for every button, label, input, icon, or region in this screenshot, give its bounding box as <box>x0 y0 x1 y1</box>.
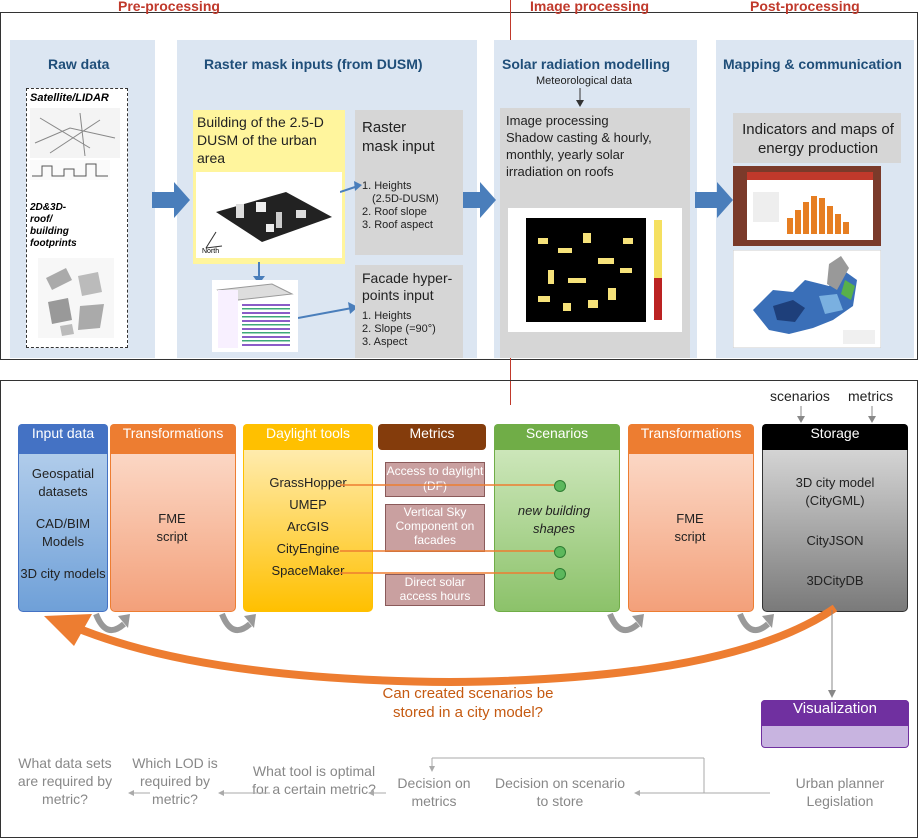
storage-head: Storage <box>762 424 908 450</box>
flow-urban-planner: Urban planner Legislation <box>795 775 885 809</box>
metrics-down-arrow <box>868 406 876 423</box>
storage-to-viz-arrow <box>828 610 836 698</box>
column-storage <box>762 424 908 612</box>
solar-title: Solar radiation modelling <box>502 56 671 72</box>
solar-map-image <box>508 208 682 332</box>
arrow-raster-to-solar <box>458 182 496 218</box>
stage-image-processing: Image processing <box>530 0 650 14</box>
storage-question: Can created scenarios be stored in a cit… <box>382 685 554 721</box>
energy-map-image <box>733 250 881 348</box>
meteo-arrow <box>576 88 584 107</box>
meteo-label: Meteorological data <box>536 75 633 87</box>
stage-preprocessing: Pre-processing <box>118 0 220 14</box>
tool-umep: UMEP <box>289 497 327 512</box>
input-item-2: CAD/BIM Models <box>35 516 91 549</box>
arrow-solar-to-mapping <box>695 182 733 218</box>
column-transformations-1 <box>110 424 236 612</box>
column-input-data <box>18 424 108 612</box>
mask-item-3: 3. Roof aspect <box>362 219 433 231</box>
transformations-2-body: FME script <box>674 511 706 544</box>
flow-lod: Which LOD is required by metric? <box>132 755 218 807</box>
arrow-to-facade <box>298 302 358 319</box>
profile-image <box>30 160 110 180</box>
input-item-1: Geospatial datasets <box>31 466 95 499</box>
metrics-head: Metrics <box>378 424 486 450</box>
mask-item-1b: (2.5D-DUSM) <box>372 193 439 205</box>
metric-daylight-df: Access to daylight (DF) <box>385 462 485 497</box>
mask-item-1: 1. Heights <box>362 180 412 192</box>
facade-item-1: 1. Heights <box>362 310 412 322</box>
facade-image <box>212 280 298 352</box>
solar-text: Image processing Shadow casting & hourly… <box>506 113 652 179</box>
input-data-head: Input data <box>18 424 108 454</box>
storage-cityjson: CityJSON <box>806 533 864 548</box>
dusm-3d-image <box>196 172 342 258</box>
tool-arcgis: ArcGIS <box>287 519 329 534</box>
energy-chart-image <box>733 166 881 246</box>
lidar-image <box>30 108 120 158</box>
tool-grasshopper: GrassHopper <box>269 475 347 490</box>
storage-citygml: 3D city model (CityGML) <box>795 475 875 508</box>
facade-item-3: 3. Aspect <box>362 336 408 348</box>
flow-tool: What tool is optimal for a certain metri… <box>252 763 376 797</box>
metric-connectors <box>340 484 554 574</box>
mapping-title: Mapping & communication <box>723 56 902 72</box>
mask-box <box>355 110 463 255</box>
mask-title: Raster mask input <box>362 119 435 155</box>
column-scenarios <box>494 424 620 612</box>
indicators-box <box>733 113 901 163</box>
facade-items: 1. Heights 2. Slope (=90°) 3. Aspect <box>362 310 436 349</box>
footprints-image <box>38 258 114 338</box>
raw-data-title: Raw data <box>48 56 110 72</box>
orange-return-arrow <box>44 604 838 687</box>
scenario-dot-1 <box>554 480 566 492</box>
arrow-raw-to-raster <box>152 182 190 218</box>
metric-solar-hours: Direct solar access hours <box>385 574 485 606</box>
stage-post-processing: Post-processing <box>750 0 860 14</box>
scenarios-body: new building shapes <box>517 503 591 536</box>
input-data-items: Geospatial datasets CAD/BIM Models 3D ci… <box>20 465 106 583</box>
scenario-dot-3 <box>554 568 566 580</box>
facade-box <box>355 265 463 358</box>
scenarios-head: Scenarios <box>494 424 620 450</box>
transformations-1-head: Transformations <box>110 424 236 454</box>
input-item-3: 3D city models <box>20 566 106 581</box>
flow-decision-scenario: Decision on scenario to store <box>495 775 625 809</box>
daylight-tools-head: Daylight tools <box>243 424 373 450</box>
flow-decision-metrics: Decision on metrics <box>397 775 471 809</box>
storage-3dcitydb: 3DCityDB <box>806 573 864 588</box>
tool-cityengine: CityEngine <box>276 541 340 556</box>
storage-items: 3D city model (CityGML) CityJSON 3DCityD… <box>764 474 906 590</box>
tool-spacemaker: SpaceMaker <box>271 563 345 578</box>
mask-item-2: 2. Roof slope <box>362 206 427 218</box>
raster-title: Raster mask inputs (from DUSM) <box>204 56 423 72</box>
daylight-tools-items: GrassHopper UMEP ArcGIS CityEngine Space… <box>245 472 371 582</box>
metrics-top-label: metrics <box>848 388 894 404</box>
north-label: North <box>202 248 220 255</box>
arrow-to-mask <box>340 181 362 193</box>
transformations-2-head: Transformations <box>628 424 754 454</box>
satellite-label: Satellite/LIDAR <box>30 92 109 104</box>
flow-data-sets: What data sets are required by metric? <box>17 755 113 807</box>
cycle-arrows <box>93 612 774 634</box>
scenarios-down-arrow <box>797 406 805 423</box>
facade-item-2: 2. Slope (=90°) <box>362 323 436 335</box>
flow-arrows <box>128 757 770 796</box>
facade-title: Facade hyper-points input <box>362 270 453 303</box>
building-text: Building of the 2.5-D DUSM of the urban … <box>197 114 324 166</box>
mask-items: 1. Heights (2.5D-DUSM) 2. Roof slope 3. … <box>362 180 439 232</box>
indicators-text: Indicators and maps of energy production <box>742 121 894 157</box>
column-daylight-tools <box>243 424 373 612</box>
visualization-head: Visualization <box>761 700 909 726</box>
transformations-1-body: FME script <box>156 511 188 544</box>
footprints-label: 2D&3D- roof/ building footprints <box>30 202 77 249</box>
scenarios-top-label: scenarios <box>770 388 830 404</box>
scenario-dot-2 <box>554 546 566 558</box>
